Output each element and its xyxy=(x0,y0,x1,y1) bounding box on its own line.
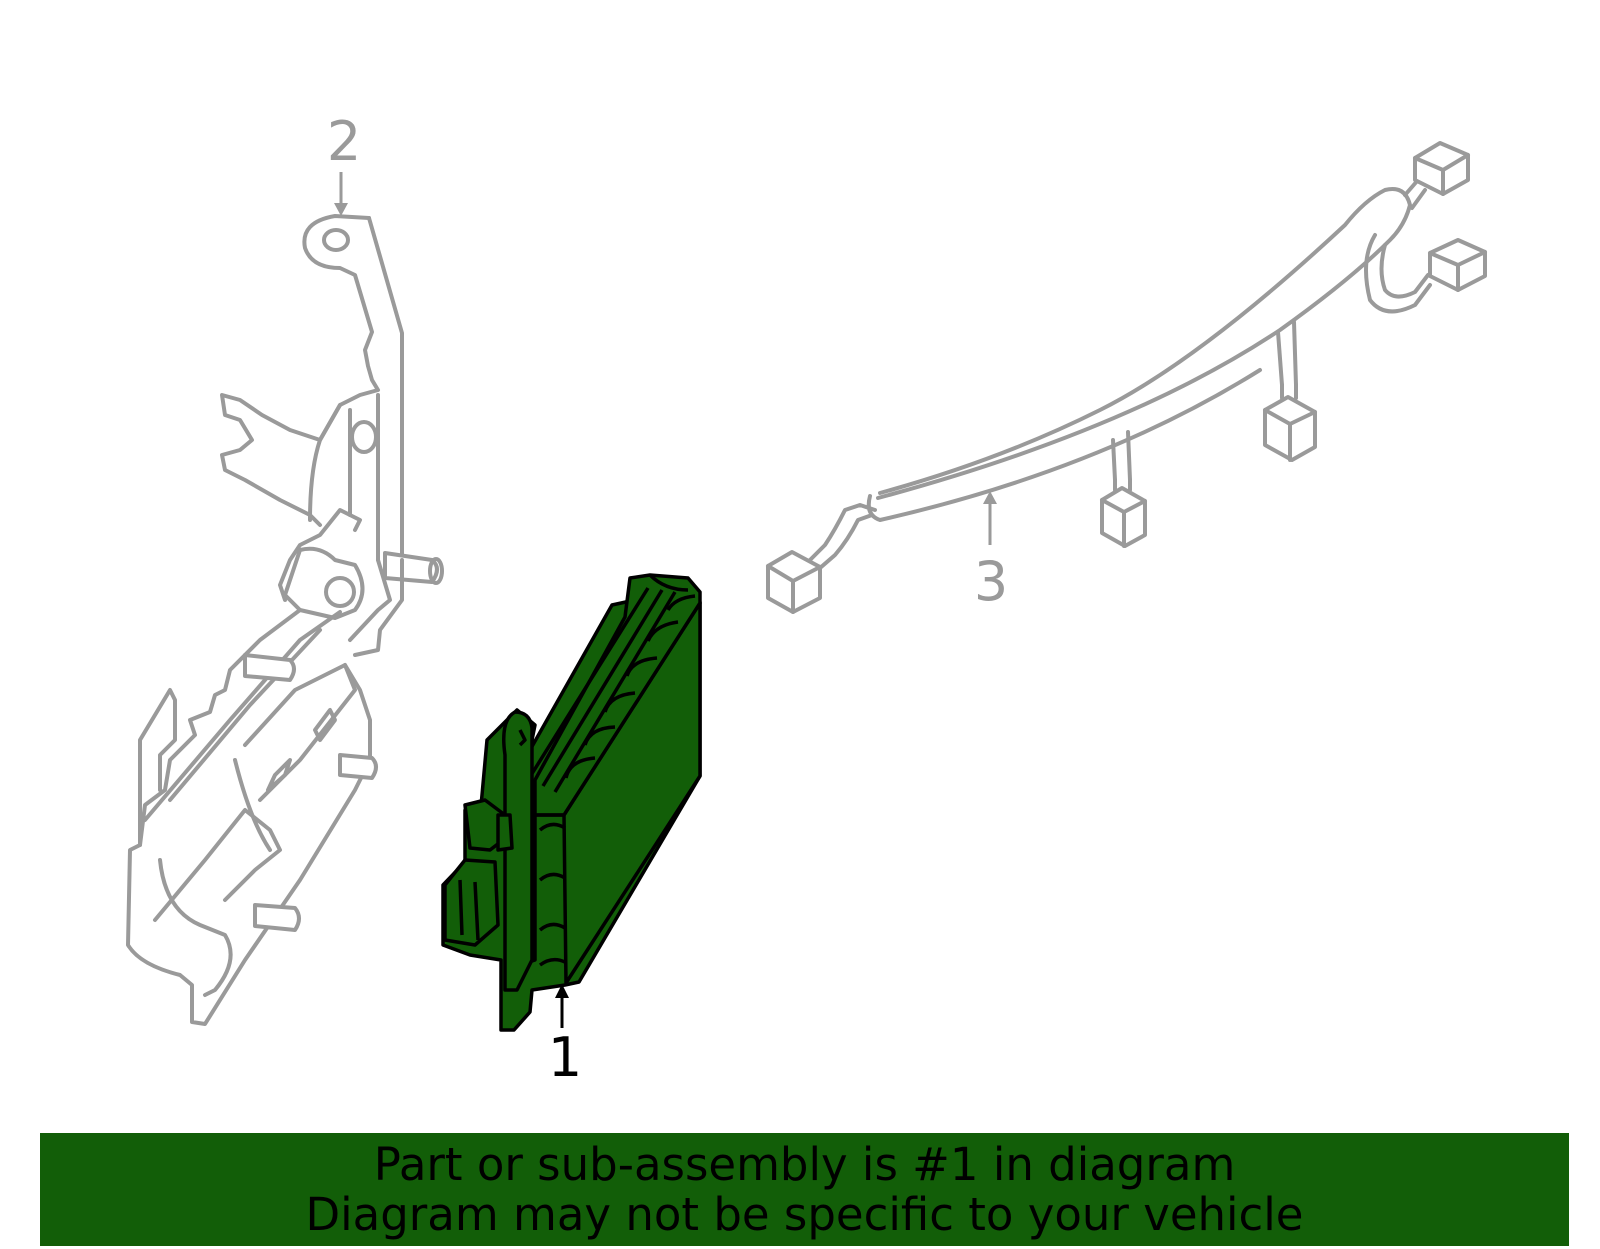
callout-1-label: 1 xyxy=(548,1026,582,1089)
banner-background xyxy=(40,1133,1569,1246)
info-banner: Part or sub-assembly is #1 in diagram Di… xyxy=(40,1133,1569,1246)
callout-3: 3 xyxy=(974,491,1008,613)
callout-2-arrowhead xyxy=(334,203,348,216)
bracket-part-2 xyxy=(126,214,444,1026)
callout-3-label: 3 xyxy=(974,550,1008,613)
banner-line-2: Diagram may not be specific to your vehi… xyxy=(305,1187,1304,1241)
banner-line-1: Part or sub-assembly is #1 in diagram xyxy=(373,1137,1236,1191)
callout-2-label: 2 xyxy=(327,110,361,173)
callout-3-arrowhead xyxy=(983,491,997,504)
module-part-1 xyxy=(441,573,702,1032)
callout-2: 2 xyxy=(327,110,361,216)
callout-1-arrowhead xyxy=(555,984,569,998)
harness-part-3 xyxy=(766,141,1487,614)
callout-1: 1 xyxy=(548,984,582,1089)
